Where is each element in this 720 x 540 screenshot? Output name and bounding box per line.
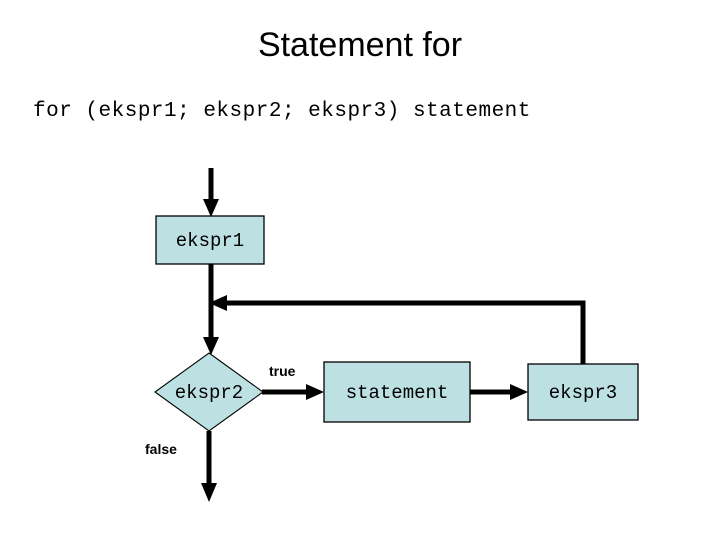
node-ekspr3: ekspr3 [527,363,639,421]
node-statement-label: statement [346,382,449,404]
edge-ekspr2-to-statement [262,384,324,400]
node-ekspr3-label: ekspr3 [549,382,617,404]
code-syntax-line: for (ekspr1; ekspr2; ekspr3) statement [33,100,531,123]
node-ekspr1: ekspr1 [155,215,265,265]
edge-ekspr1-to-ekspr2 [203,264,219,355]
edge-label-true: true [269,363,296,379]
node-ekspr1-label: ekspr1 [176,230,244,252]
edge-entry-to-ekspr1 [203,168,219,217]
edge-ekspr3-to-ekspr2-loop [209,295,586,364]
node-ekspr2-label: ekspr2 [175,382,243,404]
node-statement: statement [323,361,471,423]
node-ekspr2: ekspr2 [154,352,264,432]
edge-statement-to-ekspr3 [470,384,528,400]
page-title: Statement for [257,26,463,64]
edge-label-false: false [145,441,177,457]
edge-ekspr2-to-exit [201,431,217,502]
